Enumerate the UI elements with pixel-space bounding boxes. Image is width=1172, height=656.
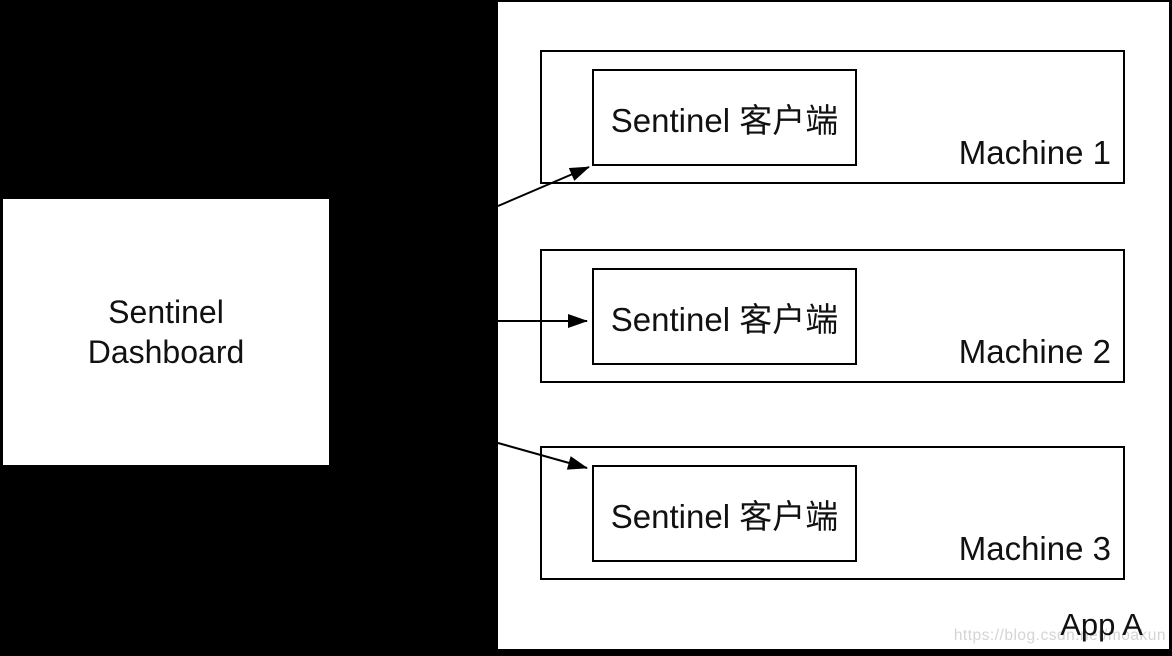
machine-2-node: Sentinel 客户端 Machine 2: [540, 249, 1125, 383]
app-a-container: Sentinel 客户端 Machine 1 Sentinel 客户端 Mach…: [498, 2, 1169, 649]
machine-3-label: Machine 3: [958, 530, 1111, 567]
machine-1-label: Machine 1: [958, 134, 1111, 171]
machine-3-client-label: Sentinel 客户端: [610, 497, 839, 535]
machine-1-node: Sentinel 客户端 Machine 1: [540, 50, 1125, 184]
machine-2-client-label: Sentinel 客户端: [610, 300, 839, 338]
machine-3-sentinel-client-node: Sentinel 客户端: [592, 465, 857, 562]
sentinel-dashboard-node: Sentinel Dashboard: [3, 199, 329, 465]
machine-2-sentinel-client-node: Sentinel 客户端: [592, 268, 857, 365]
machine-3-node: Sentinel 客户端 Machine 3: [540, 446, 1125, 580]
machine-1-sentinel-client-node: Sentinel 客户端: [592, 69, 857, 166]
machine-2-label: Machine 2: [958, 333, 1111, 370]
app-a-label: App A: [1060, 607, 1143, 642]
watermark-url: https://blog.csdn.net/moakun: [953, 627, 1166, 644]
dashboard-label-line2: Dashboard: [87, 334, 245, 370]
machine-1-client-label: Sentinel 客户端: [610, 101, 839, 139]
dashboard-label-line1: Sentinel: [108, 294, 224, 330]
